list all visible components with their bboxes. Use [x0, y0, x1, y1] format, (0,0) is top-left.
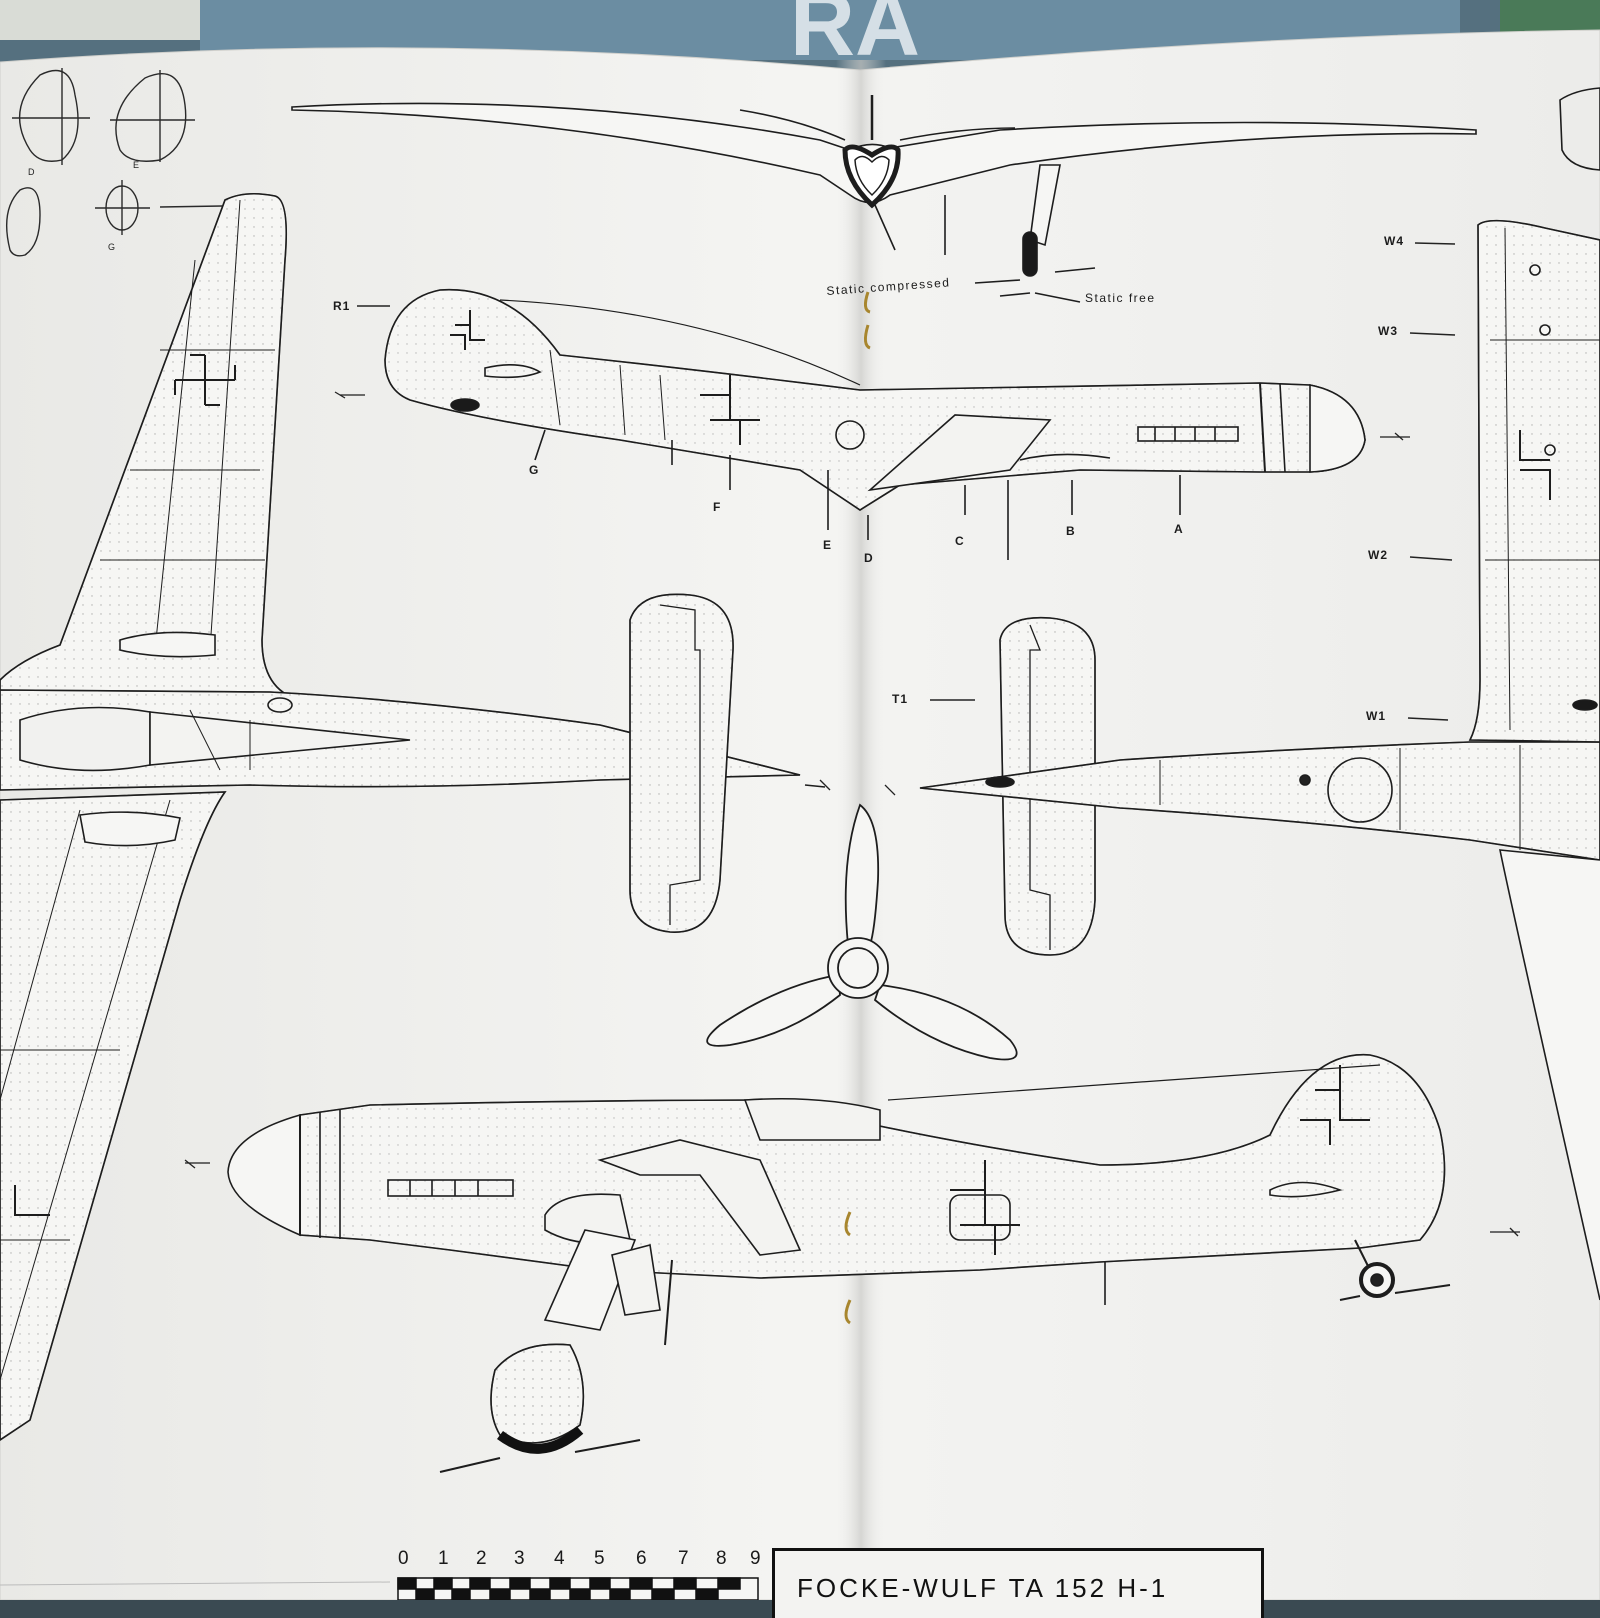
- label-leader-lines: [357, 242, 1456, 721]
- scale-bar: [0, 1577, 759, 1600]
- label-a: A: [1174, 522, 1184, 536]
- scale-number: 0: [398, 1548, 409, 1569]
- scale-number: 9: [750, 1548, 761, 1569]
- svg-text:G: G: [108, 242, 115, 252]
- scale-numbers: 0 1 2 3 4 5 6 7 8 9: [398, 1548, 761, 1574]
- left-horizontal-stabilizer: [629, 593, 734, 933]
- drawing-title: FOCKE-WULF TA 152 H-1: [797, 1573, 1169, 1603]
- title-block: FOCKE-WULF TA 152 H-1: [772, 1548, 1264, 1618]
- centerline-markers: [184, 391, 1519, 1237]
- scale-number: 4: [554, 1548, 565, 1569]
- scale-number: 1: [438, 1548, 449, 1569]
- svg-text:E: E: [133, 160, 139, 170]
- label-static-free: Static free: [1085, 291, 1156, 305]
- label-b: B: [1066, 524, 1076, 538]
- label-r1: R1: [333, 299, 351, 313]
- scale-number: 8: [716, 1548, 727, 1569]
- left-wing-planform: [0, 192, 301, 701]
- scale-number: 6: [636, 1548, 647, 1569]
- upper-side-view-aircraft: [340, 288, 1410, 560]
- cross-section-sketches: [5, 68, 223, 257]
- right-wing-planform: [1468, 87, 1600, 1301]
- label-w3: W3: [1378, 324, 1398, 338]
- bottom-plan-fuselage: [919, 741, 1600, 861]
- scale-number: 5: [594, 1548, 605, 1569]
- front-view-aircraft: [291, 95, 1477, 303]
- label-w2: W2: [1368, 548, 1388, 562]
- scale-number: 3: [514, 1548, 525, 1569]
- label-f: F: [713, 500, 722, 514]
- label-t1: T1: [892, 692, 909, 706]
- scale-number: 2: [476, 1548, 487, 1569]
- label-w1: W1: [1366, 709, 1386, 723]
- label-d: D: [864, 551, 874, 565]
- lower-side-view-aircraft: [185, 1053, 1520, 1473]
- label-c: C: [955, 534, 965, 548]
- propeller-drawing: [706, 803, 1018, 1061]
- label-g: G: [529, 463, 540, 477]
- scale-number: 7: [678, 1548, 689, 1569]
- label-w4: W4: [1384, 234, 1404, 248]
- svg-text:D: D: [28, 167, 35, 177]
- label-e: E: [823, 538, 833, 552]
- left-wing-lower-planform: [0, 791, 227, 1441]
- binding-staples: [844, 291, 871, 1325]
